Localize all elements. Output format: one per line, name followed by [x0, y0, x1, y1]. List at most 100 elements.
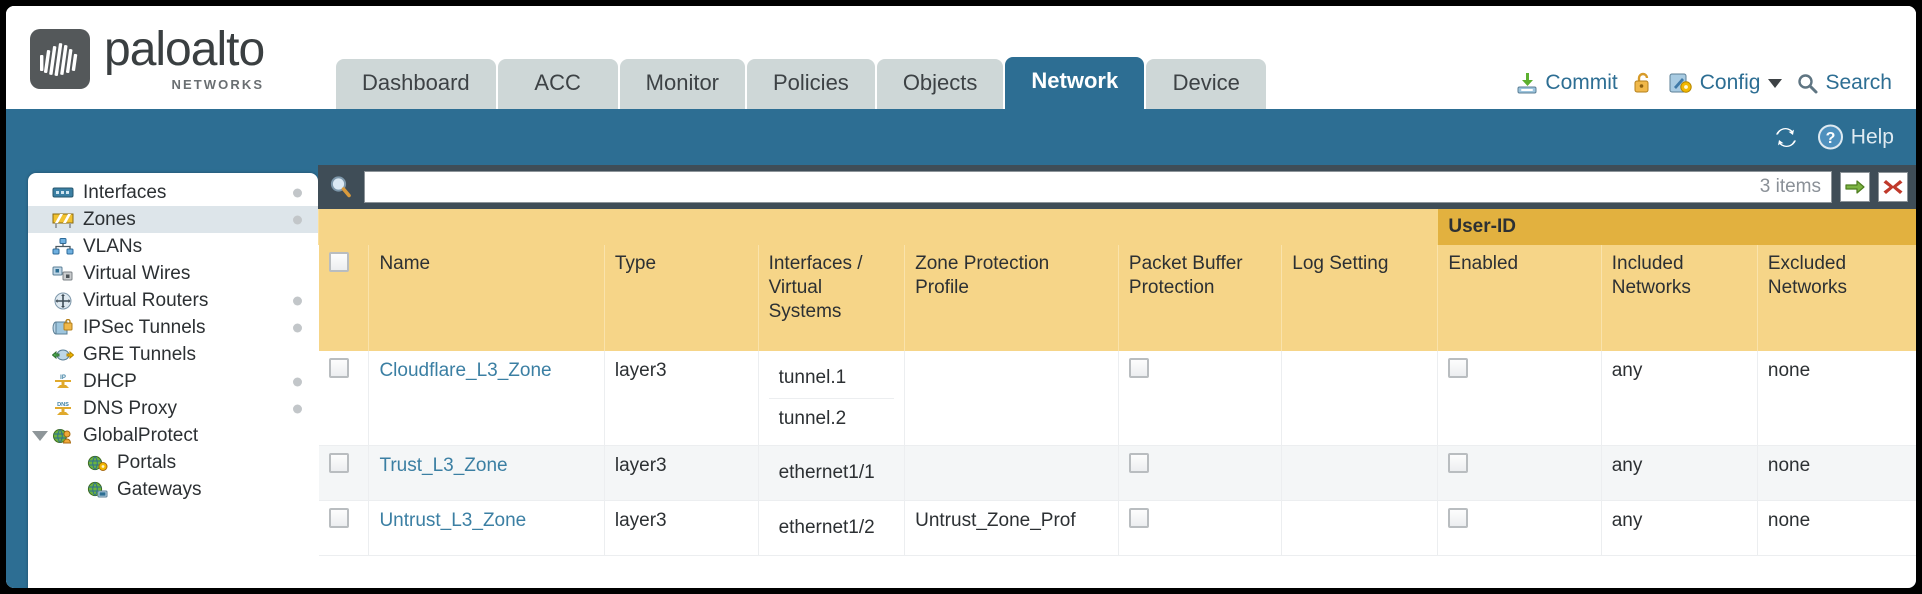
row-select-cell[interactable] [318, 351, 369, 447]
help-button[interactable]: ? Help [1817, 124, 1894, 151]
tab-policies[interactable]: Policies [747, 59, 875, 109]
row-select-cell[interactable] [318, 445, 369, 501]
cell-interfaces: tunnel.1 tunnel.2 [757, 351, 905, 447]
brand-logo[interactable]: paloalto NETWORKS [30, 26, 265, 92]
sidebar-item-ipsec-tunnels[interactable]: IPSec Tunnels [28, 314, 318, 341]
sidebar-item-virtual-wires[interactable]: Virtual Wires [28, 260, 318, 287]
interface-entry: tunnel.1 [768, 358, 895, 399]
band-toolbar: ? Help [1773, 124, 1894, 151]
column-header-excluded-networks[interactable]: Excluded Networks [1756, 245, 1916, 351]
cell-userid-enabled[interactable] [1437, 445, 1602, 501]
sidebar-item-gateways[interactable]: Gateways [28, 476, 318, 503]
cell-included-networks: any [1600, 445, 1758, 501]
column-header-zone-protection-profile[interactable]: Zone Protection Profile [904, 245, 1119, 351]
cell-packet-buffer-protection[interactable] [1117, 500, 1282, 556]
cell-userid-enabled[interactable] [1437, 351, 1602, 447]
cell-userid-enabled[interactable] [1437, 500, 1602, 556]
cell-included-networks: any [1600, 500, 1758, 556]
cell-packet-buffer-protection[interactable] [1117, 445, 1282, 501]
svg-text:?: ? [1825, 130, 1835, 147]
column-header-enabled[interactable]: Enabled [1437, 245, 1602, 351]
chevron-down-icon[interactable] [1768, 78, 1783, 88]
config-wrench-gear-icon [1669, 73, 1692, 93]
apply-filter-button[interactable] [1840, 172, 1870, 202]
sidebar-item-vlans[interactable]: VLANs [28, 233, 318, 260]
packet-buffer-protection-checkbox[interactable] [1128, 358, 1149, 378]
userid-enabled-checkbox[interactable] [1448, 358, 1469, 378]
ipsec-tunnels-icon [50, 318, 76, 338]
config-button[interactable]: Config [1668, 71, 1783, 95]
column-header-name[interactable]: Name [368, 245, 605, 351]
sidebar-item-status-dot[interactable] [293, 323, 302, 332]
sidebar-item-portals[interactable]: Portals [28, 449, 318, 476]
search-button[interactable]: Search [1796, 71, 1892, 95]
search-input-wrapper[interactable]: 3 items [364, 171, 1832, 203]
row-checkbox[interactable] [328, 358, 349, 378]
sidebar-item-status-dot[interactable] [293, 296, 302, 305]
virtual-routers-icon [50, 291, 76, 311]
cell-log-setting [1281, 351, 1438, 447]
tab-monitor[interactable]: Monitor [619, 59, 745, 109]
vlans-network-icon [50, 237, 76, 257]
tab-objects[interactable]: Objects [876, 59, 1004, 109]
column-header-interfaces-virtual-systems[interactable]: Interfaces / Virtual Systems [757, 245, 905, 351]
main-panel: 3 items [318, 165, 1916, 588]
row-checkbox[interactable] [328, 507, 349, 528]
cell-zone-protection-profile [904, 351, 1119, 447]
group-header-spacer [318, 209, 1438, 245]
tab-acc[interactable]: ACC [497, 59, 618, 109]
config-label: Config [1699, 71, 1761, 94]
commit-button[interactable]: Commit [1515, 71, 1618, 95]
row-select-cell[interactable] [318, 500, 369, 556]
sidebar-item-label: Portals [117, 451, 177, 473]
zone-name-link[interactable]: Untrust_L3_Zone [379, 509, 527, 531]
column-header-included-networks[interactable]: Included Networks [1600, 245, 1758, 351]
virtual-wires-icon [50, 264, 76, 284]
interface-entry: tunnel.2 [778, 407, 847, 429]
clear-filter-button[interactable] [1878, 172, 1908, 202]
tab-device[interactable]: Device [1146, 59, 1267, 109]
sidebar-item-virtual-routers[interactable]: Virtual Routers [28, 287, 318, 314]
userid-enabled-checkbox[interactable] [1448, 507, 1469, 528]
portals-icon [84, 453, 110, 473]
search-filter-icon[interactable] [326, 172, 356, 202]
sidebar-item-interfaces[interactable]: Interfaces [28, 179, 318, 206]
sidebar-item-status-dot[interactable] [293, 188, 302, 197]
help-label: Help [1850, 125, 1894, 148]
red-x-clear-icon [1883, 180, 1903, 194]
zone-name-link[interactable]: Cloudflare_L3_Zone [379, 360, 552, 381]
column-header-packet-buffer-protection[interactable]: Packet Buffer Protection [1117, 245, 1282, 351]
sidebar-item-globalprotect[interactable]: GlobalProtect [28, 422, 318, 449]
select-all-checkbox[interactable] [328, 252, 349, 272]
cell-packet-buffer-protection[interactable] [1117, 351, 1282, 447]
sidebar-item-status-dot[interactable] [293, 377, 302, 386]
tab-network[interactable]: Network [1005, 57, 1145, 109]
search-row: 3 items [318, 165, 1916, 209]
sidebar-item-status-dot[interactable] [293, 404, 302, 413]
refresh-button[interactable] [1773, 125, 1799, 149]
column-header-log-setting[interactable]: Log Setting [1281, 245, 1438, 351]
row-checkbox[interactable] [328, 453, 349, 474]
column-header-type[interactable]: Type [603, 245, 759, 351]
sidebar-item-status-dot[interactable] [293, 215, 302, 224]
commit-save-icon [1517, 73, 1537, 94]
packet-buffer-protection-checkbox[interactable] [1128, 453, 1149, 474]
sidebar-item-gre-tunnels[interactable]: GRE Tunnels [28, 341, 318, 368]
expand-triangle-icon[interactable] [32, 430, 48, 441]
sidebar-item-zones[interactable]: Zones [28, 206, 318, 233]
lock-button[interactable] [1632, 71, 1654, 95]
brand-tagline: NETWORKS [171, 77, 265, 92]
tab-dashboard[interactable]: Dashboard [336, 59, 496, 109]
userid-enabled-checkbox[interactable] [1448, 453, 1469, 474]
cell-name: Cloudflare_L3_Zone [368, 351, 605, 447]
zone-name-link[interactable]: Trust_L3_Zone [379, 455, 508, 477]
packet-buffer-protection-checkbox[interactable] [1128, 507, 1149, 528]
